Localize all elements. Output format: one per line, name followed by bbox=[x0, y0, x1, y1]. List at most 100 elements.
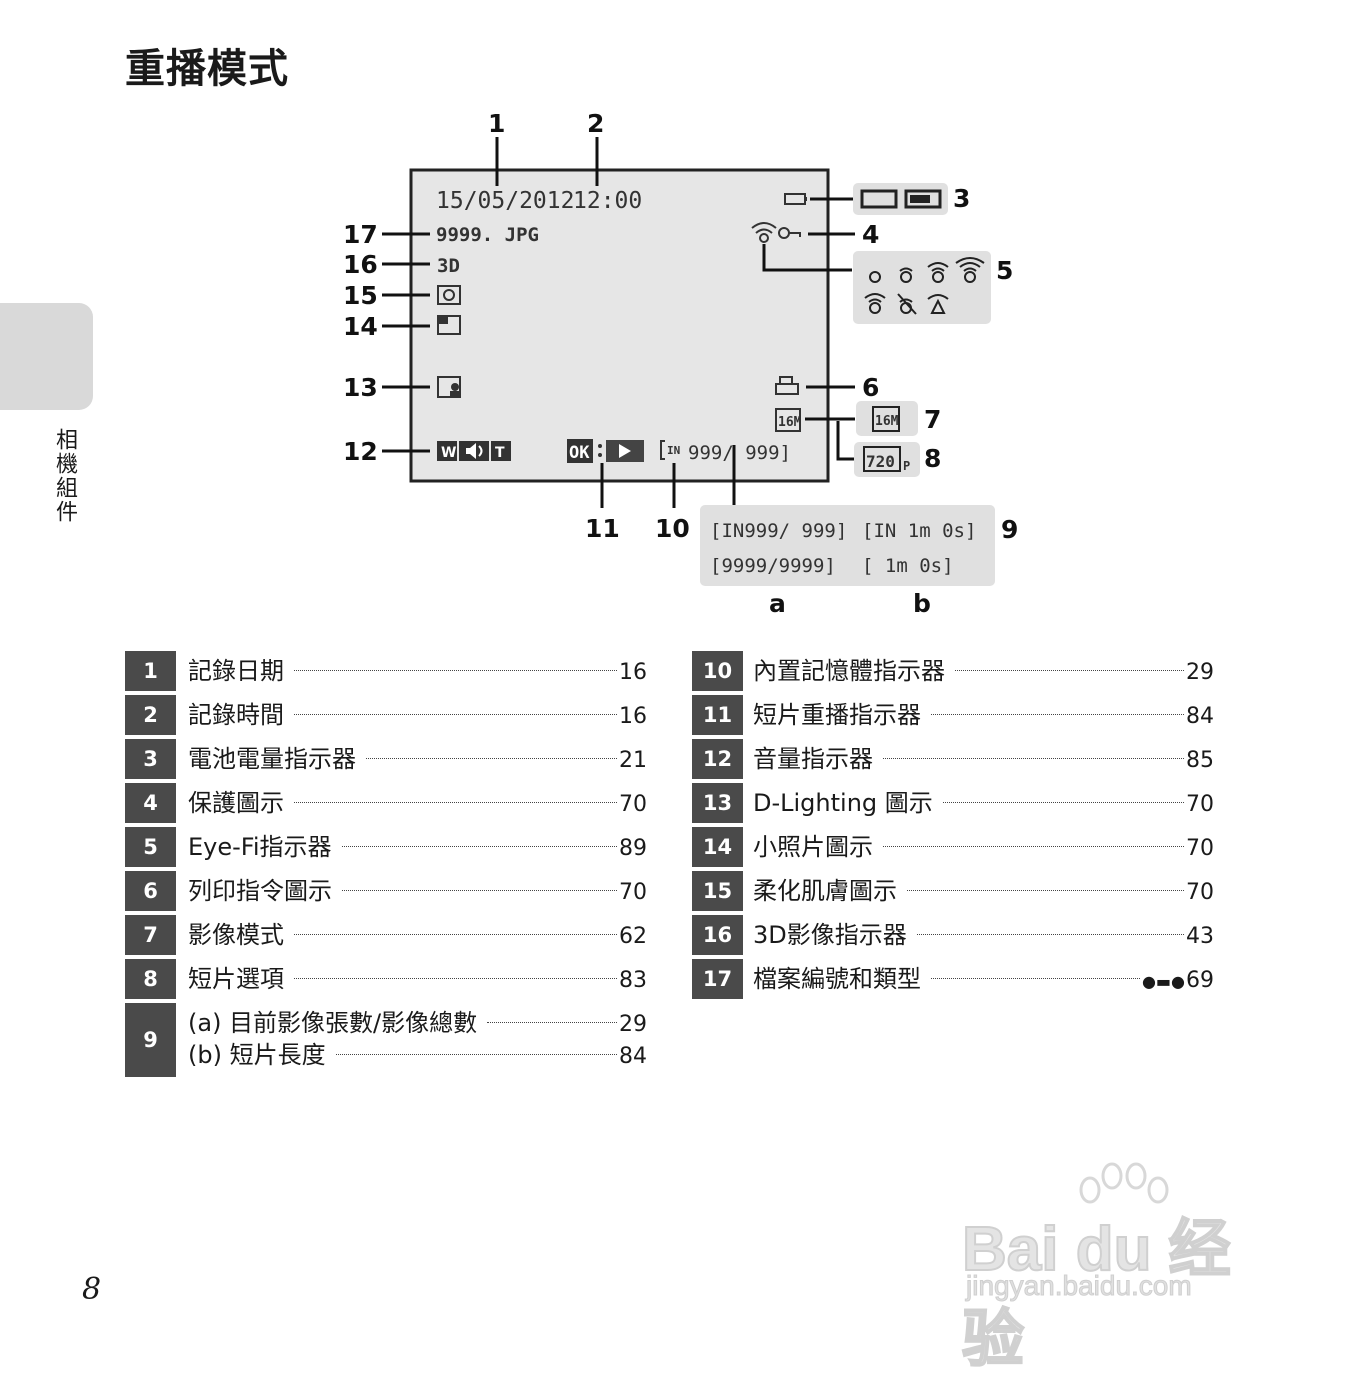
legend-label: 音量指示器 bbox=[753, 745, 873, 773]
volume-w-label: W bbox=[441, 445, 456, 461]
side-tab bbox=[0, 303, 93, 410]
protect-key-icon bbox=[778, 227, 801, 239]
callout-11: 11 bbox=[585, 514, 620, 543]
image-mode-label: 16M bbox=[778, 415, 802, 430]
leader-dots bbox=[341, 846, 617, 847]
callout-12: 12 bbox=[343, 437, 378, 466]
legend-label: (b) 短片長度 bbox=[188, 1041, 326, 1069]
legend-page: 29 bbox=[619, 1012, 647, 1037]
baidu-watermark: Bai du 经验 jingyan.baidu.com bbox=[961, 1158, 1282, 1375]
legend-number: 12 bbox=[692, 739, 743, 779]
print-order-icon bbox=[775, 376, 799, 395]
counter-option-a2: [9999/9999] bbox=[710, 555, 836, 577]
file-name: 9999. JPG bbox=[436, 224, 539, 246]
legend-label: 檔案編號和類型 bbox=[753, 965, 921, 993]
battery-options-box bbox=[853, 183, 948, 215]
movie-option-label: 720 bbox=[866, 452, 895, 471]
callout-13: 13 bbox=[343, 373, 378, 402]
legend-page: 16 bbox=[619, 704, 647, 729]
legend-label: 保護圖示 bbox=[188, 789, 284, 817]
leader-dots bbox=[931, 978, 1140, 979]
legend-page: 89 bbox=[619, 836, 647, 861]
play-icon bbox=[619, 444, 631, 458]
leader-dots bbox=[907, 890, 1184, 891]
callout-15: 15 bbox=[343, 281, 378, 310]
leader-dots bbox=[883, 846, 1184, 847]
d-lighting-icon bbox=[437, 376, 461, 398]
legend-label: 3D影像指示器 bbox=[753, 921, 907, 949]
page-number: 8 bbox=[82, 1272, 102, 1307]
legend-label: 記錄日期 bbox=[188, 657, 284, 685]
callout-2: 2 bbox=[587, 109, 604, 138]
leader-dots bbox=[335, 1054, 617, 1055]
legend-label: 短片選項 bbox=[188, 965, 284, 993]
memory-tag: IN bbox=[667, 444, 680, 457]
volume-indicator: W T bbox=[437, 441, 511, 461]
legend-page: 43 bbox=[1186, 924, 1214, 949]
legend-label: Eye-Fi指示器 bbox=[188, 833, 332, 861]
legend-number: 13 bbox=[692, 783, 743, 823]
legend-row: 16 3D影像指示器 43 bbox=[692, 915, 1214, 955]
eye-fi-states bbox=[864, 257, 985, 315]
eye-fi-icon bbox=[751, 222, 777, 243]
leader-dots bbox=[883, 758, 1184, 759]
legend-number: 16 bbox=[692, 915, 743, 955]
legend-page: 69 bbox=[1186, 968, 1214, 993]
legend-number: 3 bbox=[125, 739, 176, 779]
legend-page: 21 bbox=[619, 748, 647, 773]
legend-number: 10 bbox=[692, 651, 743, 691]
callout-8: 8 bbox=[924, 444, 941, 473]
legend-number: 2 bbox=[125, 695, 176, 735]
image-mode-option-label: 16M bbox=[875, 414, 899, 429]
eye-fi-error-icon bbox=[930, 298, 946, 314]
movie-option-box bbox=[854, 442, 920, 477]
leader-dots bbox=[942, 802, 1184, 803]
legend-page: 84 bbox=[619, 1044, 647, 1069]
legend-page: 62 bbox=[619, 924, 647, 949]
legend-page: 85 bbox=[1186, 748, 1214, 773]
legend-page: 70 bbox=[1186, 836, 1214, 861]
callout-10: 10 bbox=[655, 514, 690, 543]
callout-7: 7 bbox=[924, 405, 941, 434]
leader-dots bbox=[294, 670, 617, 671]
record-date: 15/05/2012 bbox=[436, 188, 574, 214]
volume-t-label: T bbox=[495, 445, 505, 461]
legend-label: 短片重播指示器 bbox=[753, 701, 921, 729]
eye-fi-state-icon bbox=[964, 271, 976, 283]
callout-1: 1 bbox=[488, 109, 505, 138]
counter-options-box bbox=[700, 505, 995, 586]
legend-label: D-Lighting 圖示 bbox=[753, 789, 933, 817]
three-d-icon: 3D bbox=[437, 255, 460, 277]
legend-page: 16 bbox=[619, 660, 647, 685]
leader-dots bbox=[342, 890, 617, 891]
eye-fi-options-box bbox=[853, 251, 991, 324]
legend-row: 12 音量指示器 85 bbox=[692, 739, 1214, 779]
soft-skin-icon bbox=[437, 285, 461, 305]
legend-label: 小照片圖示 bbox=[753, 833, 873, 861]
leader-dots bbox=[955, 670, 1184, 671]
legend-number: 17 bbox=[692, 959, 743, 999]
image-mode-option-box bbox=[856, 401, 918, 436]
speaker-icon bbox=[466, 443, 476, 459]
leader-dots bbox=[294, 934, 617, 935]
legend-number: 4 bbox=[125, 783, 176, 823]
record-time: 12:00 bbox=[573, 188, 642, 214]
callout-5: 5 bbox=[996, 256, 1013, 285]
watermark-url: jingyan.baidu.com bbox=[966, 1270, 1193, 1302]
battery-low-icon bbox=[904, 189, 942, 209]
legend-page: 70 bbox=[619, 880, 647, 905]
callout-3: 3 bbox=[953, 184, 970, 213]
page-title: 重播模式 bbox=[125, 46, 289, 92]
callout-16: 16 bbox=[343, 250, 378, 279]
